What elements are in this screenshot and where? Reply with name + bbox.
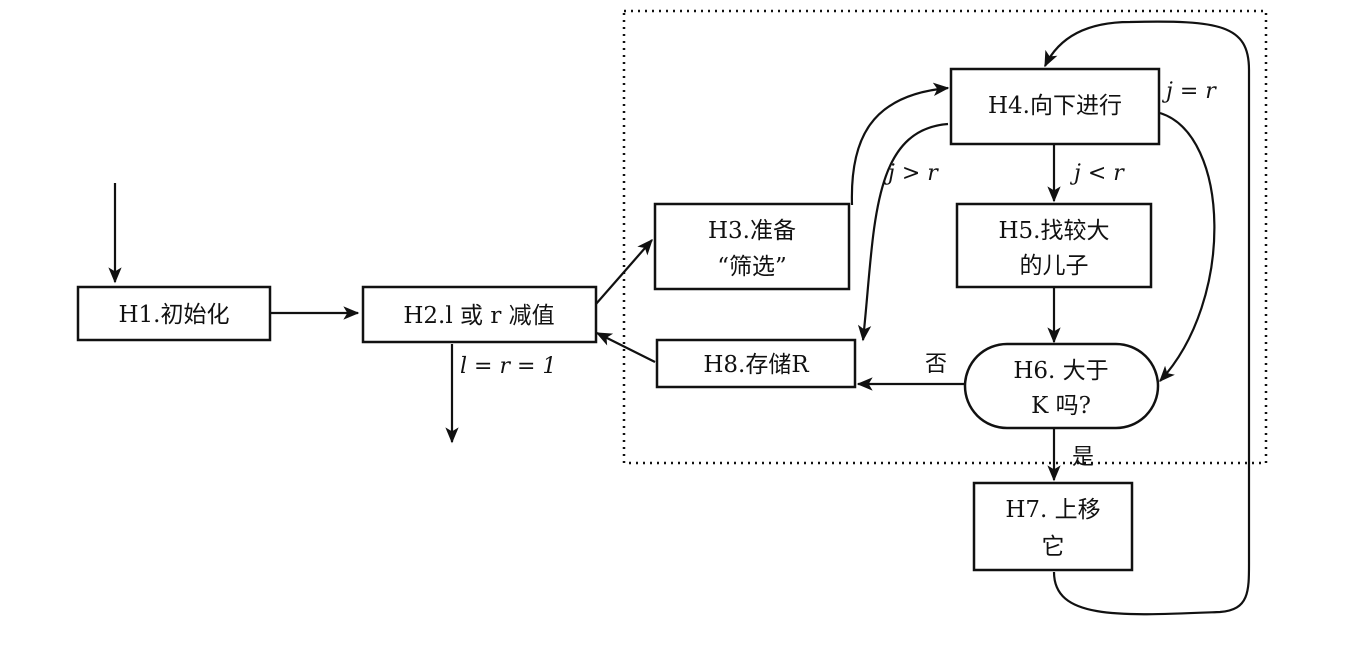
node-h6-label-line1: H6. 大于 — [1013, 358, 1108, 384]
edge-h4-to-h6 — [1159, 111, 1216, 382]
label-j-eq-r: j = r — [1161, 79, 1217, 104]
node-h4-label: H4.向下进行 — [988, 93, 1122, 119]
loop-region-border — [622, 9, 1268, 465]
node-h5-label-line2: 的儿子 — [1020, 253, 1089, 279]
node-h3-label-line2: “筛选” — [717, 254, 787, 280]
node-h3-label-line1: H3.准备 — [708, 218, 796, 244]
edge-h2-to-h3 — [595, 238, 653, 305]
node-h7-label-line2: 它 — [1042, 534, 1065, 560]
label-j-gt-r: j > r — [883, 161, 939, 186]
node-h1: H1.初始化 — [76, 285, 272, 342]
edge-h3-to-h4 — [850, 82, 950, 206]
node-h6: H6. 大于 K 吗? — [963, 342, 1160, 430]
node-h7: H7. 上移 它 — [972, 481, 1134, 572]
node-h8-label: H8.存储R — [703, 352, 809, 378]
label-j-lt-r: j < r — [1069, 161, 1125, 186]
node-h2: H2.l 或 r 减值 — [361, 285, 598, 344]
label-yes: 是 — [1072, 445, 1094, 470]
node-h1-label: H1.初始化 — [118, 302, 229, 328]
node-h7-label-line1: H7. 上移 — [1005, 497, 1100, 523]
edge-h7-loop-to-h4 — [1044, 20, 1251, 616]
edge-h4-to-h8 — [857, 122, 949, 342]
node-h4: H4.向下进行 — [949, 67, 1161, 146]
node-h6-label-line2: K 吗? — [1031, 393, 1091, 419]
label-h2-exit: l = r = 1 — [460, 354, 556, 379]
node-h5-label-line1: H5.找较大 — [998, 218, 1109, 244]
edge-h8-to-h2 — [595, 332, 656, 363]
label-no: 否 — [925, 352, 947, 377]
node-h8: H8.存储R — [655, 338, 857, 389]
node-h5: H5.找较大 的儿子 — [955, 202, 1153, 289]
node-h3: H3.准备 “筛选” — [653, 202, 851, 291]
node-h2-label: H2.l 或 r 减值 — [403, 303, 554, 329]
